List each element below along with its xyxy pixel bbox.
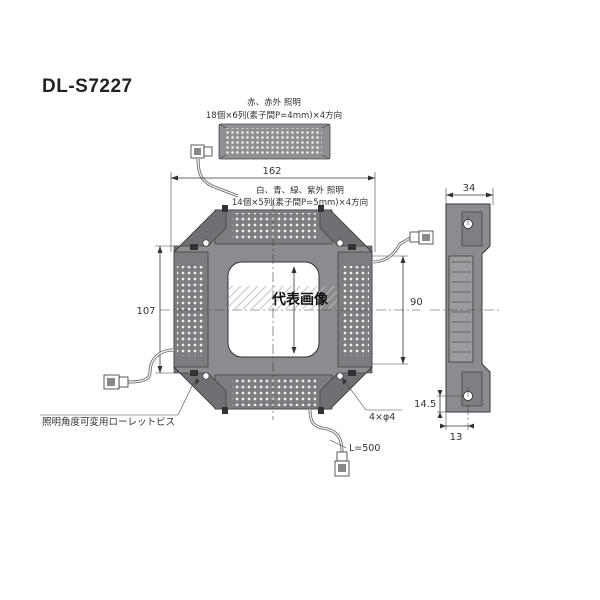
right-cable xyxy=(371,230,434,264)
led-array-bottom xyxy=(232,378,316,406)
model-title: DL-S7227 xyxy=(42,76,133,97)
top-connector xyxy=(190,144,239,198)
dim-inner-90: 90 xyxy=(410,297,423,308)
screw-note: 照明角度可変用ローレットビス xyxy=(42,416,175,428)
top-module-label-2: 18個×6列(素子間P=4mm)×4方向 xyxy=(206,110,342,121)
side-led-strip xyxy=(448,255,474,363)
side-view: 34 14.5 13 xyxy=(414,183,500,443)
cable-length-note: L=500 xyxy=(349,443,380,454)
top-module-label-1: 赤、赤外 照明 xyxy=(247,97,301,108)
screw-annotation: 照明角度可変用ローレットビス xyxy=(40,378,200,428)
watermark-text: 代表画像 xyxy=(271,291,329,308)
dim-side-depth-34: 34 xyxy=(463,183,476,194)
red-ir-led-array xyxy=(226,128,322,155)
holes-annotation: 4×φ4 xyxy=(342,378,402,423)
knurled-screws xyxy=(190,205,356,414)
main-illuminator-body: 代表画像 xyxy=(160,200,420,420)
led-array-left xyxy=(177,266,205,356)
mounting-holes xyxy=(202,239,344,380)
center-aperture xyxy=(227,261,320,358)
led-array-right xyxy=(341,266,369,356)
holes-note: 4×φ4 xyxy=(369,412,395,423)
red-ir-module-group: 赤、赤外 照明 18個×6列(素子間P=4mm)×4方向 xyxy=(190,97,342,198)
side-module-label-1: 白、青、緑、紫外 照明 xyxy=(256,185,344,196)
left-cable xyxy=(103,348,175,390)
dim-hole-offset-14-5: 14.5 xyxy=(414,399,436,410)
bottom-cable xyxy=(308,408,350,477)
dim-height-107: 107 xyxy=(136,306,155,317)
watermark-band xyxy=(228,286,366,309)
dim-width-162: 162 xyxy=(262,166,281,177)
led-array-top xyxy=(232,213,316,241)
width-dimension: 162 xyxy=(170,166,376,252)
dim-hole-offset-13: 13 xyxy=(450,432,463,443)
side-module-label-2: 14個×5列(素子間P=5mm)×4方向 xyxy=(232,197,368,208)
